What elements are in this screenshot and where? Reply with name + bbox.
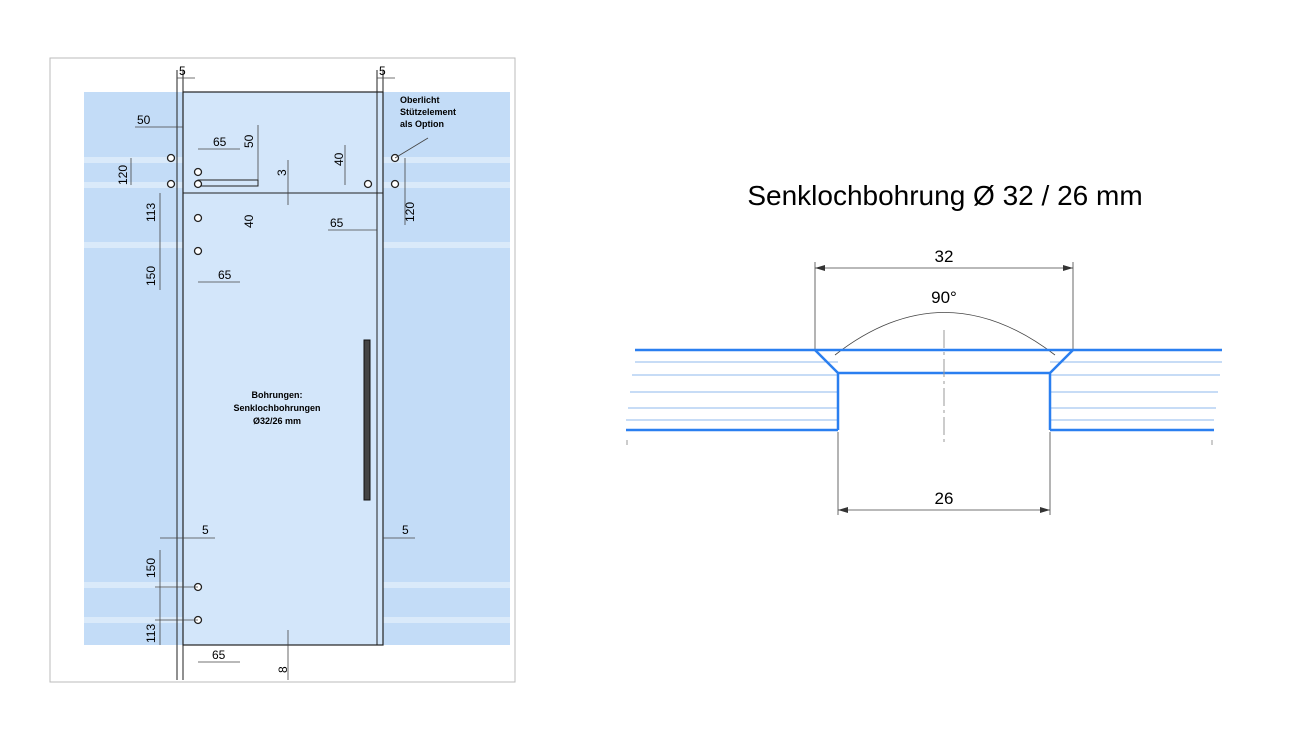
door-leaf	[182, 91, 384, 646]
hole	[390, 179, 400, 189]
hole	[363, 179, 373, 189]
dim-65-right: 65	[330, 216, 344, 230]
dim-150-bottom: 150	[144, 558, 158, 578]
glass-layers	[626, 361, 1222, 421]
note-option-line3: als Option	[400, 119, 444, 129]
note-option-line2: Stützelement	[400, 107, 456, 117]
dim-150-top: 150	[144, 266, 158, 286]
drill-holes	[166, 153, 400, 625]
dim-120-right: 120	[403, 202, 417, 222]
door-handle	[363, 339, 371, 501]
hole	[193, 179, 203, 189]
hole	[193, 213, 203, 223]
dim-mid-left-5: 5	[202, 523, 209, 537]
door-drawing: 5 5 50 65 50 120 3 40 120 113 40 65 150 …	[49, 57, 516, 683]
dim-113-bottom: 113	[144, 624, 158, 643]
hole	[193, 167, 203, 177]
dim-3: 3	[275, 169, 289, 176]
dim-40-mid: 40	[242, 214, 256, 228]
dim-65-bottom: 65	[212, 648, 226, 662]
dim-32-label: 32	[935, 247, 954, 266]
dim-65-top: 65	[213, 135, 227, 149]
angle-label: 90°	[931, 288, 957, 307]
note-holes-line1: Bohrungen:	[252, 390, 303, 400]
dim-8-bottom: 8	[276, 666, 290, 673]
note-option-leader	[394, 137, 429, 159]
dim-113-top: 113	[144, 203, 158, 222]
hole	[193, 246, 203, 256]
dim-50-vertical: 50	[242, 134, 256, 148]
dim-top-right-5: 5	[379, 64, 386, 78]
hole	[166, 179, 176, 189]
dim-26-label: 26	[935, 489, 954, 508]
dim-50-top: 50	[137, 113, 151, 127]
hole	[166, 153, 176, 163]
dim-65-mid: 65	[218, 268, 232, 282]
dim-120-left: 120	[116, 165, 130, 185]
dim-top-left-5: 5	[179, 64, 186, 78]
note-holes-line3: Ø32/26 mm	[253, 416, 301, 426]
note-option-line1: Oberlicht	[400, 95, 440, 105]
section-drawing: Senklochbohrung Ø 32 / 26 mm 32 90°	[626, 180, 1222, 515]
note-holes-line2: Senklochbohrungen	[233, 403, 320, 413]
angle-arc	[834, 312, 1056, 356]
section-title: Senklochbohrung Ø 32 / 26 mm	[747, 180, 1142, 211]
dim-40-right: 40	[332, 152, 346, 166]
dim-mid-right-5: 5	[402, 523, 409, 537]
